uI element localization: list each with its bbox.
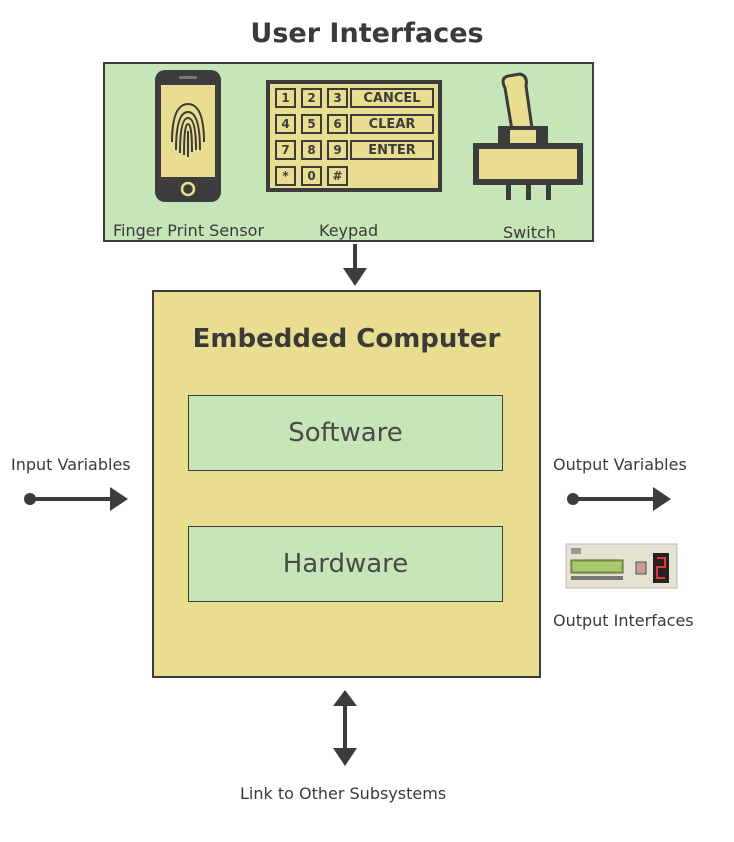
keypad-clear-key: CLEAR <box>350 114 434 134</box>
keypad-key: 8 <box>301 140 322 160</box>
double-arrow-icon <box>333 690 357 766</box>
keypad-key: 4 <box>275 114 296 134</box>
software-box: Software <box>188 395 503 471</box>
fingerprint-phone-icon <box>155 70 221 202</box>
page-title: User Interfaces <box>250 18 484 49</box>
down-arrow-icon <box>343 244 367 286</box>
keypad-key: 7 <box>275 140 296 160</box>
toggle-switch-icon <box>473 72 583 200</box>
software-label: Software <box>288 418 403 448</box>
keypad-label: Keypad <box>319 221 379 240</box>
keypad-key: # <box>327 166 348 186</box>
keypad-key: 2 <box>301 88 322 108</box>
keypad-cancel-key: CANCEL <box>350 88 434 108</box>
keypad-key: 5 <box>301 114 322 134</box>
embedded-computer-title: Embedded Computer <box>192 324 501 354</box>
keypad-key: 0 <box>301 166 322 186</box>
switch-label: Switch <box>503 223 556 242</box>
hardware-box: Hardware <box>188 526 503 602</box>
keypad-key: 6 <box>327 114 348 134</box>
keypad-enter-key: ENTER <box>350 140 434 160</box>
output-variables-label: Output Variables <box>553 455 687 474</box>
fingerprint-label: Finger Print Sensor <box>113 221 265 240</box>
hardware-label: Hardware <box>282 549 409 579</box>
keypad-key: 1 <box>275 88 296 108</box>
keypad-key: 9 <box>327 140 348 160</box>
keypad-key: * <box>275 166 296 186</box>
keypad-key: 3 <box>327 88 348 108</box>
output-arrow-icon <box>567 487 671 511</box>
link-label: Link to Other Subsystems <box>240 784 447 803</box>
embedded-computer-box <box>152 290 541 678</box>
output-interfaces-label: Output Interfaces <box>553 611 694 630</box>
output-board-icon <box>565 543 678 589</box>
input-variables-label: Input Variables <box>11 455 131 474</box>
input-arrow-icon <box>24 487 128 511</box>
